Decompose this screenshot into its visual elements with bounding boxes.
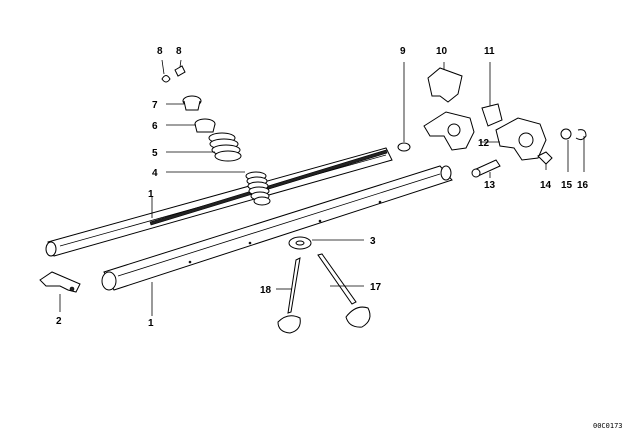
spacer-clip (39, 271, 81, 293)
part-labels: 1 1 2 3 4 5 6 7 8 8 9 10 11 12 13 14 15 … (56, 46, 589, 329)
label-part-11: 11 (484, 46, 495, 57)
label-part-16: 16 (577, 180, 589, 191)
label-part-5: 5 (152, 148, 158, 159)
exhaust-valve (317, 253, 371, 328)
label-part-8-left: 8 (157, 46, 163, 57)
valve-spring (245, 171, 271, 206)
label-part-14: 14 (540, 180, 552, 191)
leader-lines (59, 59, 585, 316)
label-part-7: 7 (152, 100, 158, 111)
valve-cotter (161, 65, 186, 83)
label-part-3: 3 (370, 236, 376, 247)
label-part-1-lower: 1 (148, 318, 154, 329)
rocker-shaft-upper (45, 147, 393, 257)
label-part-6: 6 (152, 121, 158, 132)
label-part-12: 12 (478, 138, 490, 149)
nut (537, 151, 553, 165)
shaft-block (481, 103, 503, 127)
circlip (575, 129, 587, 141)
bushing (397, 142, 411, 152)
label-part-1-upper: 1 (148, 189, 154, 200)
intake-valve (277, 257, 301, 334)
label-part-10: 10 (436, 46, 448, 57)
diagram-code: 00C0173 (593, 422, 623, 430)
adjusting-screw (471, 159, 501, 178)
label-part-13: 13 (484, 180, 496, 191)
label-part-4: 4 (152, 168, 158, 179)
label-part-17: 17 (370, 282, 382, 293)
label-part-2: 2 (56, 316, 62, 327)
valve-cap (182, 95, 202, 111)
spring-retainer (194, 118, 216, 133)
label-part-15: 15 (561, 180, 573, 191)
rocker-arm-right (495, 117, 547, 161)
label-part-18: 18 (260, 285, 272, 296)
rocker-arm-left (423, 111, 475, 151)
spring-seat (288, 236, 312, 250)
label-part-9: 9 (400, 46, 406, 57)
outer-valve-spring (208, 132, 242, 162)
bracket (427, 67, 463, 103)
rocker-shaft-lower (101, 165, 453, 291)
label-part-8-right: 8 (176, 46, 182, 57)
washer (560, 128, 572, 140)
